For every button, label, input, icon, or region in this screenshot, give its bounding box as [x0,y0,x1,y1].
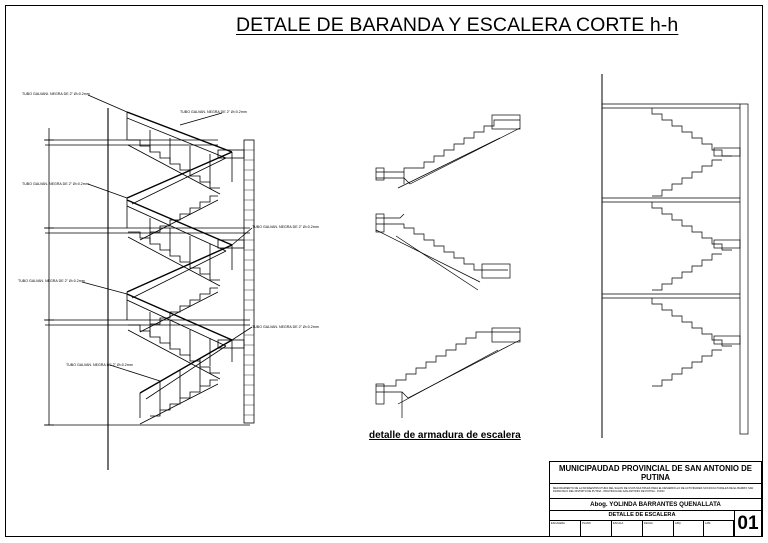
title-block: MUNICIPAUDAD PROVINCIAL DE SAN ANTONIO D… [549,461,762,537]
title-block-cell: PLANO [581,521,612,536]
title-block-cell: ESCALERA [550,521,581,536]
railing-label: TUBO GALVAN. NEGRA DE 2" Ø=0.2mm [66,363,133,367]
project-description: MEJORAMIENTO DE LA INFRAESTRUCTURA DEL S… [550,484,761,499]
detail-caption: detalle de armadura de escalera [369,430,521,441]
railing-label: TUBO GALVAN. NEGRA DE 2" Ø=0.2mm [180,110,247,114]
stair-section-left [44,94,255,470]
railing-label: TUBO GALVAN. NEGRA DE 2" Ø=0.2mm [18,279,85,283]
architect-name: Abog. YOLINDA BARRANTES QUENALLATA [550,499,761,511]
railing-label: TUBO GALVAN. NEGRA DE 2" Ø=0.2mm [22,182,89,186]
railing-label: TUBO GALVANI. NEGRA DE 2" Ø=0.2mm [22,92,90,96]
sheet-title: DETALLE DE ESCALERA [550,511,734,521]
title-block-cell: ESCALA [612,521,643,536]
drawing-title: DETALE DE BARANDA Y ESCALERA CORTE h-h [236,14,679,36]
reinforcement-details [375,114,521,418]
title-block-cell: FECHA [643,521,674,536]
sheet-border [5,5,763,537]
railing-label: TUBO GALVAN. NEGRA DE 2" Ø=0.2mm [252,325,319,329]
title-block-cell: ARQ. [674,521,704,536]
organization-name: MUNICIPAUDAD PROVINCIAL DE SAN ANTONIO D… [550,462,761,484]
sheet-number: 01 [734,511,761,536]
title-block-cell: LAM. [704,521,734,536]
railing-label: TUBO GALVAN. NEGRA DE 2" Ø=0.2mm [252,225,319,229]
stair-section-right [601,74,749,438]
